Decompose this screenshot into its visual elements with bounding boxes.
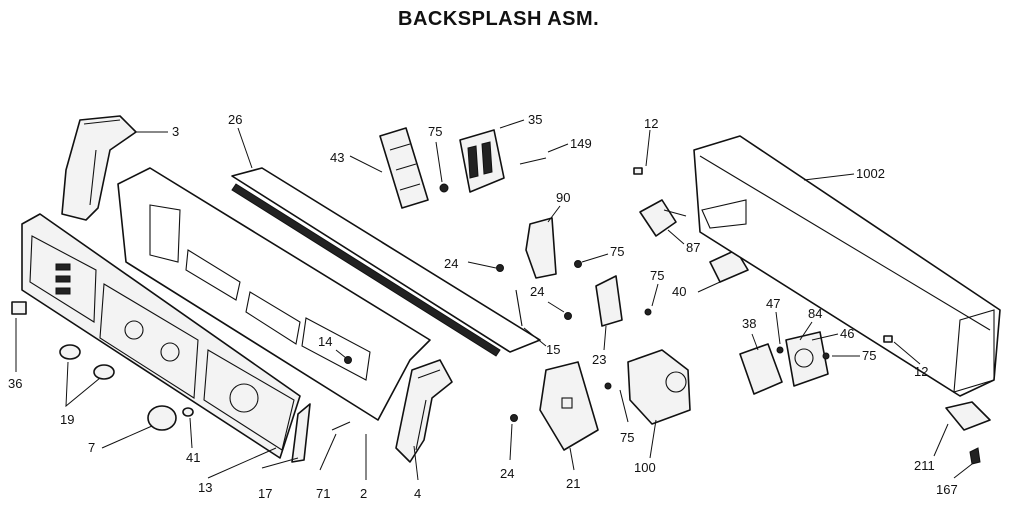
part-19-knob-a	[59, 344, 81, 360]
part-41-washer	[182, 407, 194, 417]
part-90-bracket	[525, 217, 557, 279]
part-19-knob-b	[93, 364, 115, 380]
callout-75-d: 75	[862, 348, 876, 363]
part-75-screw-c	[644, 308, 652, 316]
callout-14: 14	[318, 334, 332, 349]
part-211-bracket	[945, 401, 991, 431]
part-40-switch	[709, 249, 749, 283]
callout-12-b: 12	[914, 364, 928, 379]
callout-84: 84	[808, 306, 822, 321]
part-47-clip	[776, 346, 784, 354]
part-24-screw-c	[510, 414, 518, 422]
callout-26: 26	[228, 112, 242, 127]
callout-24-a: 24	[444, 256, 458, 271]
callout-36: 36	[8, 376, 22, 391]
part-149-screw	[519, 157, 547, 165]
part-24-screw-a	[496, 264, 504, 272]
part-13-control-panel	[21, 213, 301, 459]
part-167-screw	[969, 447, 981, 465]
callout-75-b: 75	[610, 244, 624, 259]
callout-17: 17	[258, 486, 272, 501]
callout-1002: 1002	[856, 166, 885, 181]
part-1002-rear-housing	[693, 135, 1001, 397]
part-87-switch	[639, 199, 687, 237]
part-46-lamp	[794, 348, 814, 368]
part-75-screw-e	[822, 352, 830, 360]
callout-13: 13	[198, 480, 212, 495]
part-35-switch-block	[459, 129, 505, 193]
callout-149: 149	[570, 136, 592, 151]
callout-211: 211	[914, 458, 935, 473]
callout-3: 3	[172, 124, 179, 139]
callout-75-c: 75	[650, 268, 664, 283]
callout-90: 90	[556, 190, 570, 205]
part-26-back-panel	[231, 167, 541, 357]
callout-46: 46	[840, 326, 854, 341]
part-75-screw-d	[604, 382, 612, 390]
callout-12-a: 12	[644, 116, 658, 131]
diagram-title: BACKSPLASH ASM.	[398, 8, 600, 30]
part-100-timer	[627, 349, 691, 425]
callout-23: 23	[592, 352, 606, 367]
callout-24-c: 24	[500, 466, 514, 481]
callout-38: 38	[742, 316, 756, 331]
part-4-right-end-cap	[395, 359, 453, 463]
part-21-circuit-board	[539, 361, 599, 451]
callout-19: 19	[60, 412, 74, 427]
callout-2: 2	[360, 486, 367, 501]
callout-43: 43	[330, 150, 344, 165]
callout-75-e: 75	[620, 430, 634, 445]
part-84-lamp-holder	[785, 331, 829, 387]
callout-75-a: 75	[428, 124, 442, 139]
callout-71: 71	[316, 486, 330, 501]
callout-4: 4	[414, 486, 421, 501]
part-14-fastener	[344, 356, 352, 364]
callout-24-b: 24	[530, 284, 544, 299]
callout-15: 15	[546, 342, 560, 357]
leader-lines	[15, 119, 973, 481]
part-75-screw-b	[574, 260, 582, 268]
callout-40: 40	[672, 284, 686, 299]
callout-167: 167	[936, 482, 958, 497]
part-75-screw-a	[439, 183, 449, 193]
part-2-console-frame	[117, 167, 431, 421]
part-36-button	[11, 301, 27, 315]
part-3-left-end-cap	[61, 115, 137, 221]
callout-100: 100	[634, 460, 656, 475]
part-17-bracket	[291, 403, 311, 463]
callout-21: 21	[566, 476, 580, 491]
callout-41: 41	[186, 450, 200, 465]
callout-35: 35	[528, 112, 542, 127]
part-7-knob	[147, 405, 177, 431]
part-71-screw	[331, 421, 351, 431]
part-23-bracket	[595, 275, 623, 327]
part-12-nut-a	[633, 167, 643, 175]
callout-47: 47	[766, 296, 780, 311]
part-15-screw	[515, 289, 523, 327]
part-24-screw-b	[564, 312, 572, 320]
part-38-relay	[739, 343, 783, 395]
part-12-nut-b	[883, 335, 893, 343]
callout-7: 7	[88, 440, 95, 455]
callout-87: 87	[686, 240, 700, 255]
part-43-bracket-plate	[379, 127, 429, 209]
